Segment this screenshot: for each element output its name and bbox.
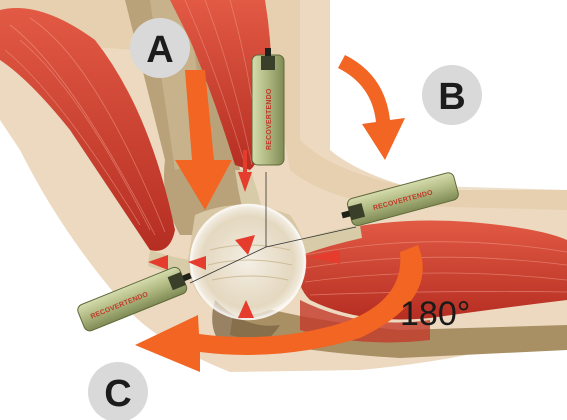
orange-arrow-icon (338, 55, 405, 160)
label-b-text: B (438, 76, 465, 118)
label-b: B (422, 65, 482, 125)
angle-label: 180° (400, 295, 470, 333)
joint-highlight (191, 205, 305, 319)
needle-top-text: RECOVERTENDO (266, 88, 273, 150)
needle-top: RECOVERTENDO (252, 48, 284, 165)
label-c-text: C (104, 373, 131, 415)
label-c: C (88, 362, 148, 420)
label-a-text: A (146, 29, 173, 71)
label-a: A (130, 18, 190, 78)
